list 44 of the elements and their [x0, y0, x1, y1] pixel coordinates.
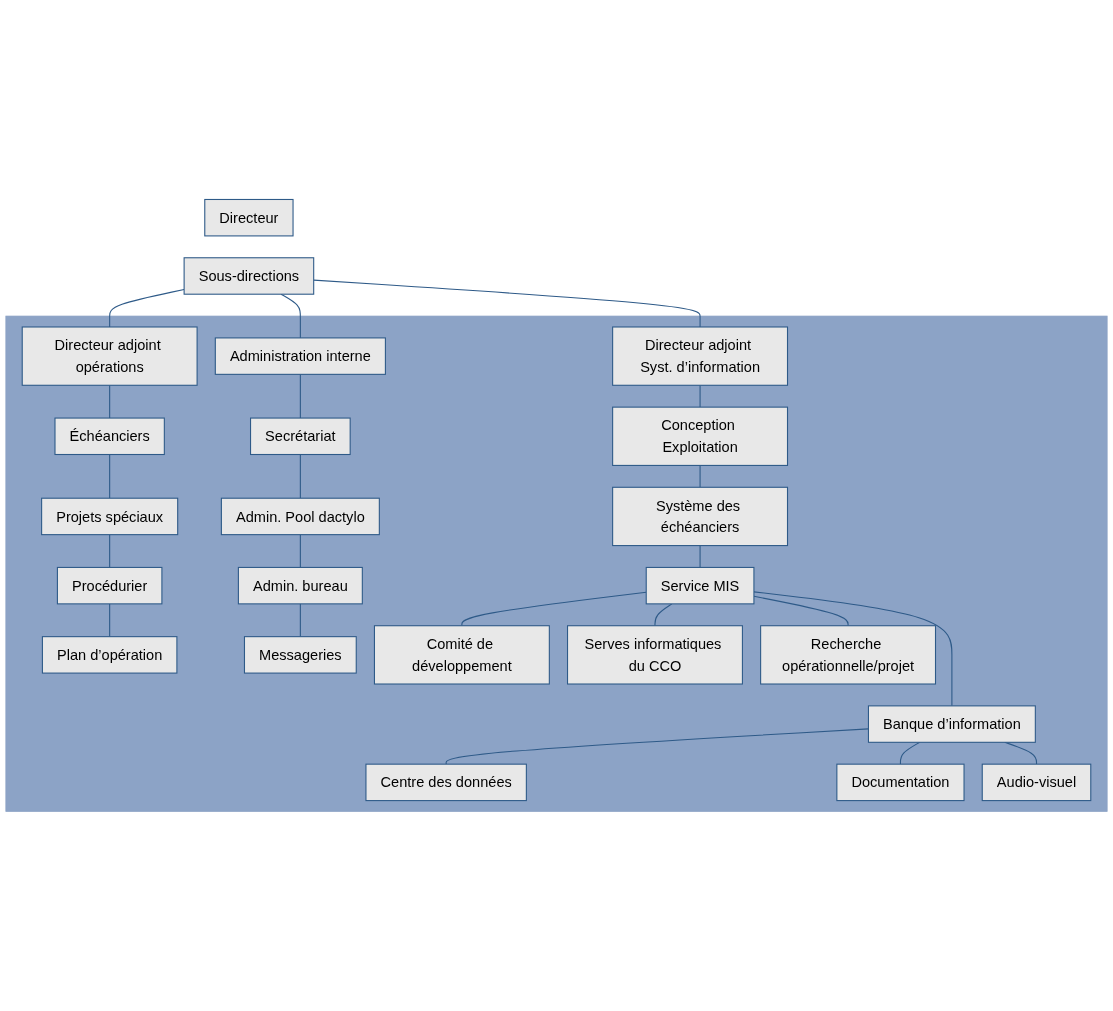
node-box: Banque d’information [867, 705, 1036, 743]
connector [654, 603, 673, 627]
node-box: Projets spéciaux [41, 497, 179, 536]
node-box: Sous-directions [183, 257, 315, 295]
node-box: Serves informatiques du CCO [567, 625, 743, 685]
cluster [5, 315, 1108, 812]
connector [299, 453, 301, 499]
connector [299, 373, 301, 419]
node-box: Secrétariat [250, 417, 351, 456]
node-box: Conception Exploitation [612, 406, 789, 466]
connector [280, 293, 301, 339]
node-box: Administration interne [214, 337, 386, 375]
node-box: Messageries [243, 636, 357, 674]
connector [753, 591, 953, 707]
connector [899, 741, 921, 765]
connector [109, 603, 111, 638]
connector [699, 464, 701, 488]
node-box: Recherche opérationnelle/projet [760, 625, 937, 685]
connector [753, 595, 849, 627]
connector [299, 534, 301, 568]
node-box: Admin. bureau [237, 566, 363, 605]
connector [109, 289, 185, 328]
connector [445, 728, 869, 765]
node-box: Service MIS [645, 566, 755, 605]
node-box: Documentation [836, 763, 965, 802]
node-box: Centre des données [365, 763, 527, 802]
node-box: Plan d’opération [41, 636, 178, 674]
node-box: Procédurier [56, 566, 163, 605]
node-box: Comité de développement [373, 625, 550, 685]
connector [313, 279, 701, 328]
node-box: Directeur adjoint opérations [21, 326, 198, 386]
node-box: Admin. Pool dactylo [220, 497, 380, 536]
connector [299, 603, 301, 638]
connector [699, 545, 701, 568]
connector [699, 384, 701, 408]
node-box: Système des échéanciers [612, 486, 789, 547]
connector [461, 591, 647, 627]
node-box: Audio-visuel [981, 763, 1092, 802]
connector [109, 534, 111, 568]
connector [109, 453, 111, 499]
node-box: Échéanciers [54, 417, 165, 456]
node-box: Directeur [204, 198, 294, 237]
connector [109, 384, 111, 419]
node-box: Directeur adjoint Syst. d’information [612, 326, 789, 386]
